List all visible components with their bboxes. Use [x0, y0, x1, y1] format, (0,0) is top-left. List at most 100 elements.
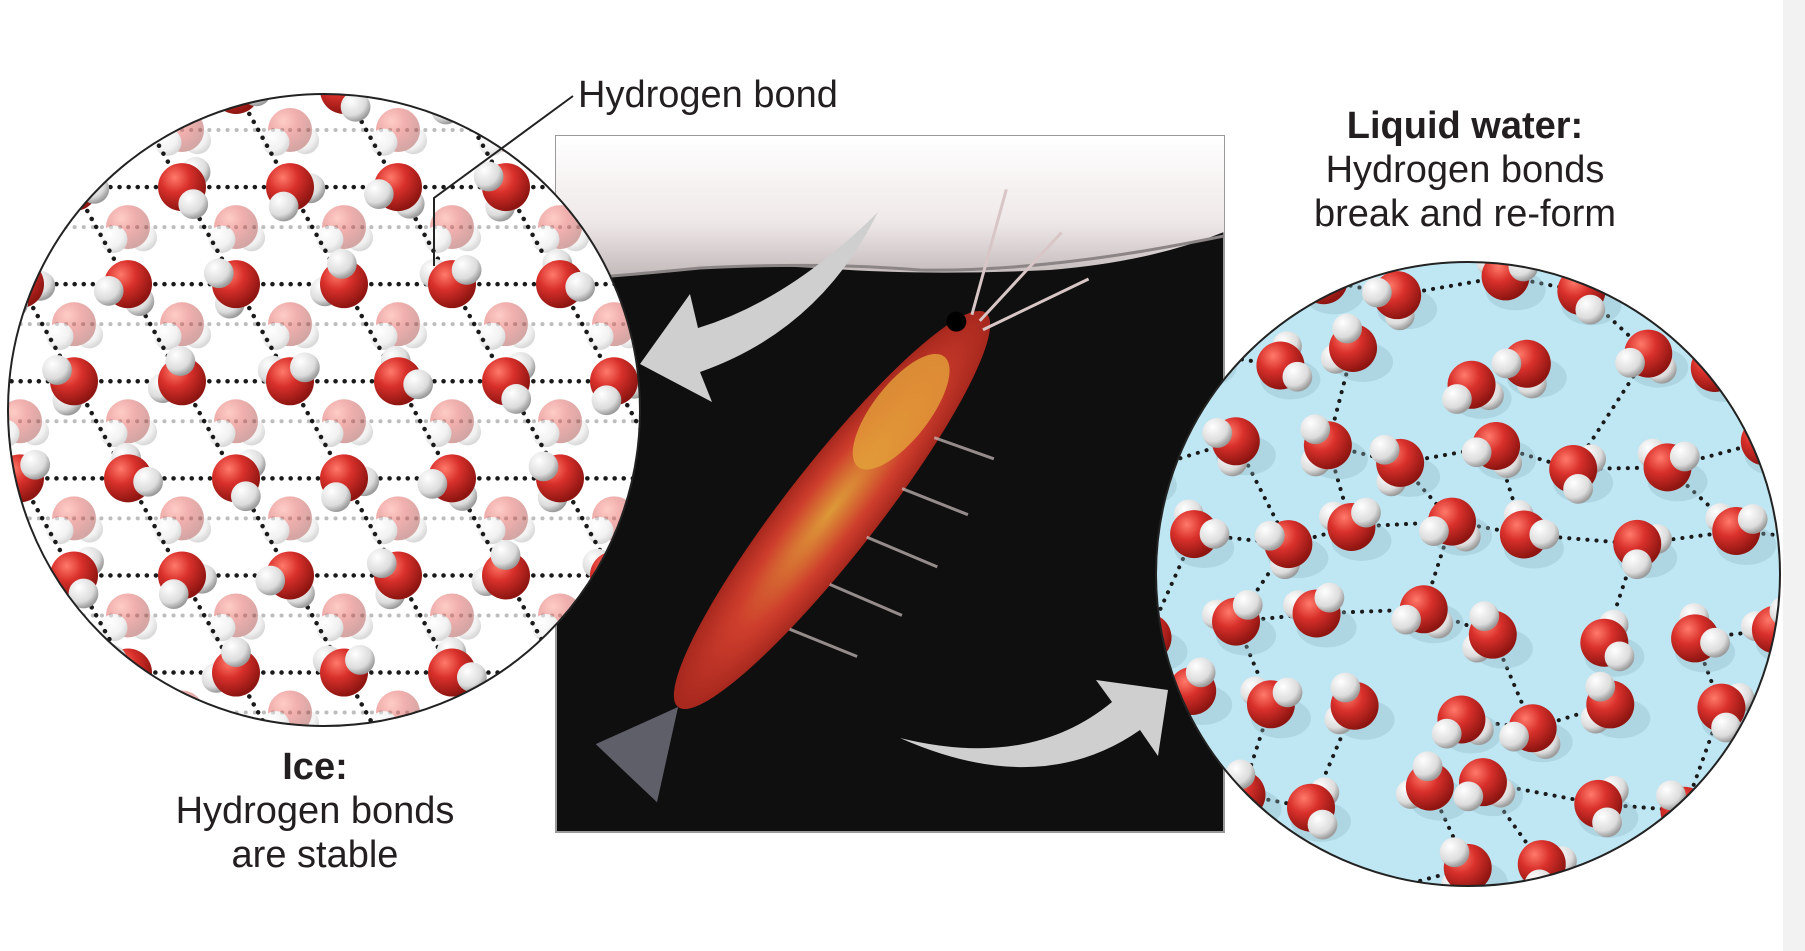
- water-molecule: [320, 454, 380, 513]
- water-molecule: [1254, 520, 1313, 580]
- hydrogen-bond-dots: [1259, 860, 1370, 886]
- water-molecule: [424, 11, 481, 59]
- water-molecule: [590, 0, 642, 24]
- hydrogen-bond-dots: [1421, 607, 1495, 637]
- water-molecule: [478, 496, 536, 545]
- water-molecule: [316, 593, 374, 642]
- water-molecule: [0, 788, 49, 836]
- water-molecule: [1613, 519, 1672, 580]
- water-molecule: [1720, 785, 1780, 845]
- water-molecule: [50, 152, 110, 212]
- water-molecule: [482, 0, 541, 17]
- water-molecule: [1574, 775, 1629, 838]
- water-molecule: [1300, 414, 1352, 477]
- hydrogen-bond-dots: [506, 770, 560, 867]
- hydrogen-bond-dots: [1459, 717, 1535, 731]
- molecule-shadow: [1664, 804, 1725, 845]
- water-molecule: [1499, 499, 1560, 559]
- water-molecule: [1156, 839, 1201, 886]
- water-molecule: [262, 302, 320, 351]
- water-molecule: [212, 449, 266, 512]
- water-molecule: [1705, 503, 1768, 555]
- hydrogen-bond-dots: [182, 0, 236, 90]
- water-molecule: [363, 163, 425, 219]
- arrow-to-liquid: [900, 680, 1168, 768]
- water-molecule: [370, 108, 428, 156]
- water-molecule: [1637, 438, 1700, 492]
- hydrogen-bond-dots: [506, 0, 560, 90]
- hydrogen-bond-dots: [17, 670, 77, 726]
- water-molecule: [100, 205, 158, 253]
- water-molecule: [532, 205, 590, 253]
- water-molecule: [262, 108, 320, 156]
- water-molecule: [39, 734, 98, 793]
- water-molecule: [417, 454, 478, 511]
- ice-surface: [556, 136, 1224, 281]
- water-molecule: [46, 108, 104, 156]
- water-molecule: [1597, 847, 1653, 886]
- water-molecule: [208, 399, 266, 448]
- water-molecule: [1202, 417, 1260, 477]
- water-molecule: [1491, 339, 1551, 399]
- water-molecule: [424, 593, 482, 642]
- water-molecule: [46, 690, 104, 726]
- water-molecule: [482, 746, 541, 803]
- liquid-caption-line2: break and re-form: [1313, 193, 1616, 235]
- water-molecule: [1671, 603, 1730, 663]
- krill: [595, 188, 1090, 803]
- water-molecule: [0, 0, 1, 28]
- page-edge-strip: [1783, 0, 1805, 951]
- water-molecule: [370, 302, 428, 351]
- water-molecule: [0, 11, 49, 59]
- molecule-shadow: [1784, 532, 1805, 572]
- water-molecule: [104, 443, 163, 503]
- water-molecule: [1170, 499, 1230, 559]
- water-molecule: [1740, 406, 1780, 467]
- liquid-water-caption: Liquid water: Hydrogen bonds break and r…: [1290, 104, 1640, 236]
- water-molecule: [40, 0, 101, 24]
- water-molecule: [1202, 589, 1263, 646]
- water-molecule: [856, 11, 913, 59]
- water-molecule: [1324, 672, 1379, 735]
- water-molecule: [640, 11, 697, 59]
- water-molecule: [1395, 751, 1454, 811]
- water-molecule: [1369, 434, 1425, 497]
- water-molecule: [1461, 422, 1522, 479]
- water-molecule: [1765, 694, 1780, 754]
- hydrogen-bond-dots: [290, 0, 344, 90]
- water-molecule: [203, 258, 260, 319]
- krill-photo: [555, 135, 1225, 833]
- molecule-shadow: [1347, 889, 1407, 929]
- water-molecule: [154, 496, 212, 545]
- hydrogen-bond-dots: [1571, 465, 1670, 472]
- molecule-shadow: [1156, 857, 1217, 886]
- water-molecule: [419, 255, 482, 309]
- ice-caption-line2: are stable: [231, 834, 399, 876]
- hydrogen-bond-dots: [1579, 289, 1651, 356]
- hydrogen-bond-dots: [1192, 532, 1291, 547]
- water-molecule: [262, 496, 320, 545]
- hydrogen-bond-dots: [1494, 444, 1526, 537]
- water-molecule: [1690, 333, 1750, 393]
- water-molecule: [316, 399, 374, 448]
- molecule-shadow: [1241, 856, 1302, 886]
- liquid-water-circle: [1155, 261, 1805, 929]
- ice-lattice-circle: [0, 0, 913, 867]
- water-molecule: [93, 260, 155, 317]
- hydrogen-bond-dots: [1239, 792, 1314, 810]
- water-molecule: [255, 551, 315, 609]
- hydrogen-bond-dots: [74, 770, 128, 867]
- molecule-shadow: [1775, 867, 1780, 886]
- water-molecule: [590, 357, 640, 416]
- hydrogen-bond-dots: [8, 184, 23, 287]
- hydrogen-bond-dots: [1712, 355, 1780, 371]
- water-molecule: [1453, 758, 1516, 812]
- water-molecule: [1362, 271, 1422, 331]
- water-molecule: [532, 399, 590, 448]
- water-molecule: [1391, 585, 1454, 639]
- water-molecule: [1499, 704, 1561, 759]
- ice-caption-line1: Hydrogen bonds: [175, 790, 455, 832]
- water-molecule: [1760, 849, 1780, 886]
- water-molecule: [1736, 262, 1780, 299]
- water-molecule: [370, 496, 428, 545]
